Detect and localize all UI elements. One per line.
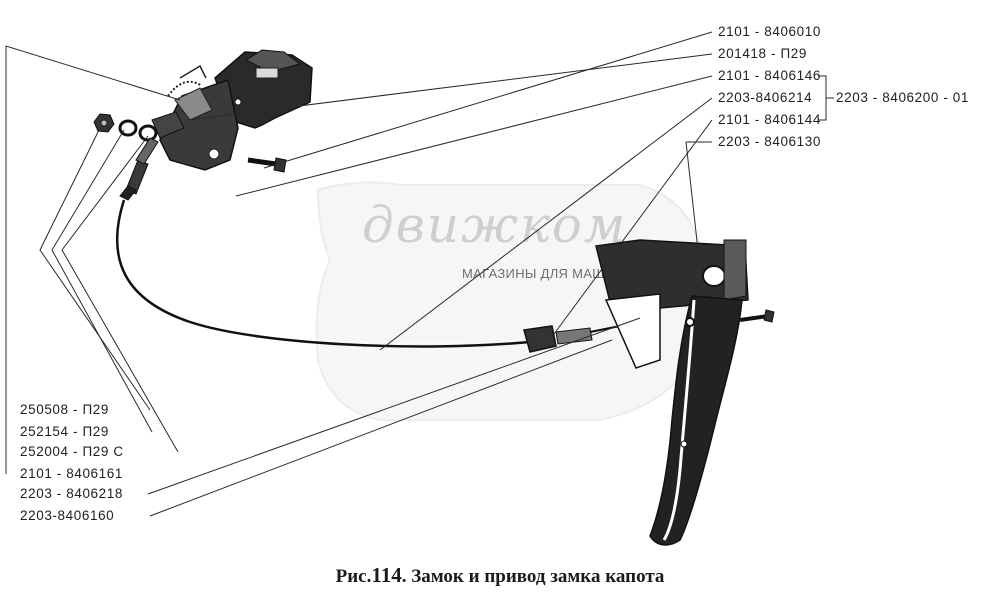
label-252154-p29: 252154 - П29	[20, 424, 109, 439]
label-2101-8406161: 2101 - 8406161	[20, 466, 123, 481]
caption-text: . Замок и привод замка капота	[401, 566, 665, 587]
label-2101-8406010: 2101 - 8406010	[718, 24, 821, 39]
label-2101-8406144: 2101 - 8406144	[718, 112, 821, 127]
label-2203-8406130: 2203 - 8406130	[718, 134, 821, 149]
label-252004-p29c: 252004 - П29 С	[20, 444, 124, 459]
label-2101-8406146: 2101 - 8406146	[718, 68, 821, 83]
hood-release-handle	[595, 239, 775, 546]
watermark-subtitle: МАГАЗИНЫ ДЛЯ МАШ	[462, 266, 605, 281]
label-2203-8406160: 2203-8406160	[20, 508, 115, 523]
figure-caption: Рис.114. Замок и привод замка капота	[0, 563, 1000, 588]
caption-prefix: Рис.	[335, 566, 372, 587]
label-assembly-2203-8406200-01: 2203 - 8406200 - 01	[836, 90, 969, 105]
label-2203-8406218: 2203 - 8406218	[20, 486, 123, 501]
label-2203-8406214: 2203-8406214	[718, 90, 813, 105]
leader-lines	[5, 31, 834, 517]
hood-lock-assembly	[93, 49, 313, 201]
hood-release-cable	[115, 199, 641, 353]
watermark-title: движком	[362, 196, 628, 254]
label-250508-p29: 250508 - П29	[20, 402, 109, 417]
label-201418-p29: 201418 - П29	[718, 46, 807, 61]
caption-number: 114	[371, 563, 402, 587]
